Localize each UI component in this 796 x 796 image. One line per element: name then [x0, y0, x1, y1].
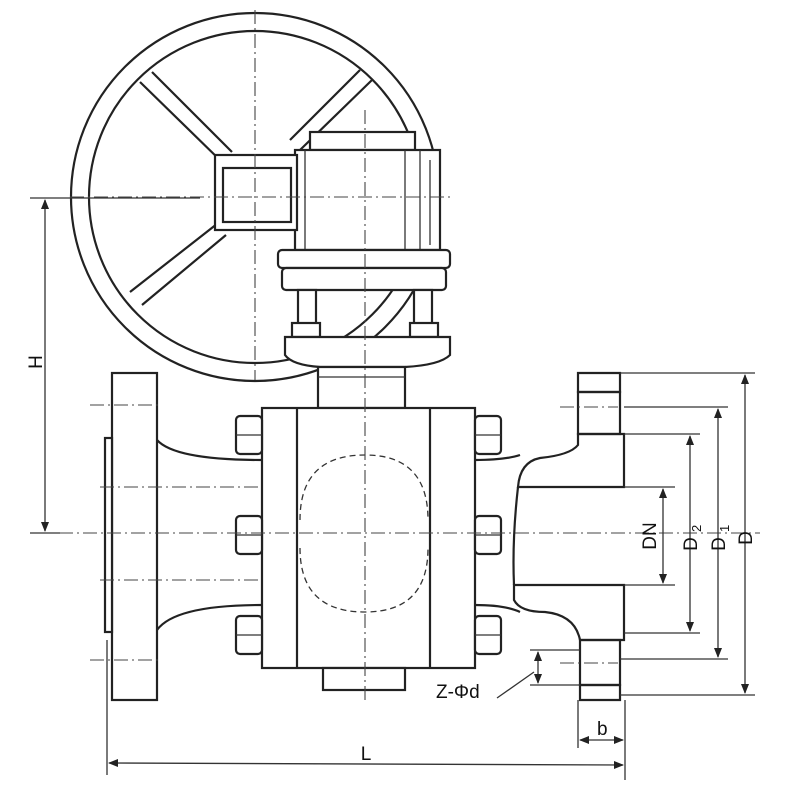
label-D2-subscript: 2: [689, 525, 704, 532]
label-DN: DN: [640, 522, 661, 549]
left-flange: [90, 371, 263, 702]
label-D2: D: [681, 537, 702, 551]
label-L: L: [361, 744, 372, 765]
bolts: [234, 414, 503, 656]
valve-body: [260, 406, 521, 692]
label-D1: D: [709, 537, 730, 551]
gearbox: [213, 130, 452, 410]
label-D: D: [736, 531, 757, 545]
centerlines: [35, 10, 760, 700]
label-b: b: [597, 719, 608, 740]
dimensions: [30, 197, 755, 780]
label-D1-subscript: 1: [717, 525, 732, 532]
right-flange-section: [512, 371, 626, 702]
label-H: H: [26, 355, 47, 369]
label-Z-phi-d: Z-Φd: [436, 682, 480, 703]
